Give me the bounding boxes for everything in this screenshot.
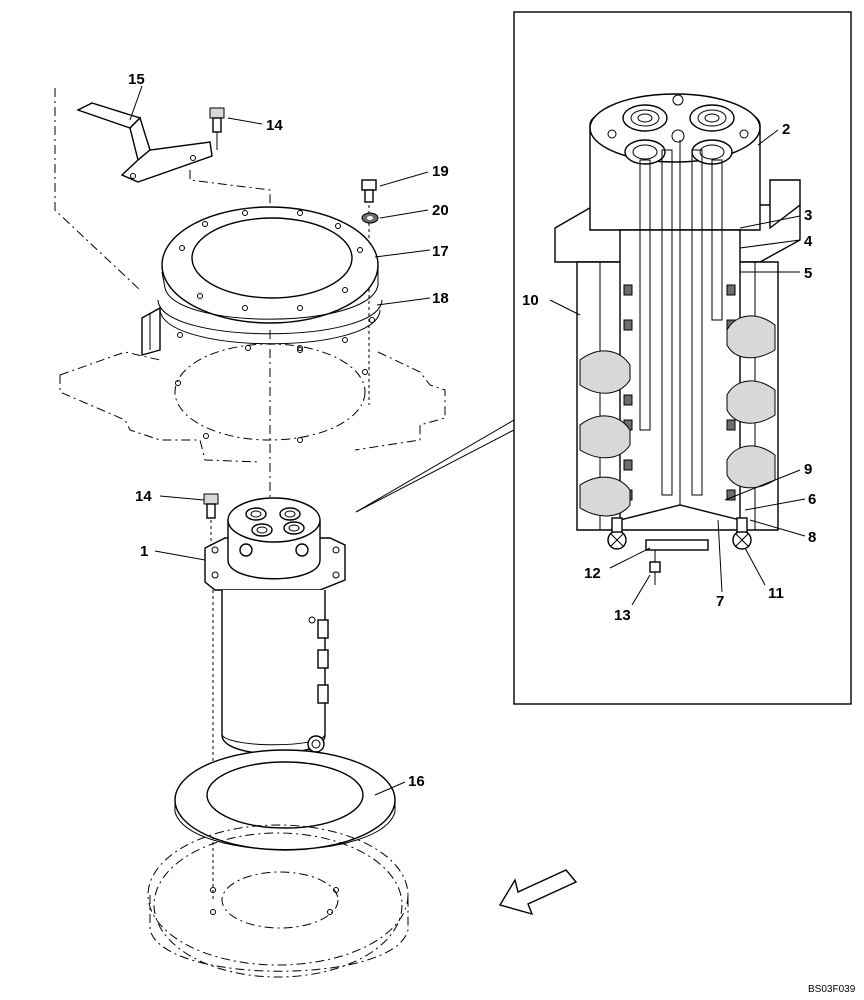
washer-part-20 <box>361 212 379 224</box>
detail-inset-frame <box>513 11 852 705</box>
callout-3: 3 <box>804 207 812 224</box>
callout-7: 7 <box>716 593 724 610</box>
bracket-part-15 <box>54 88 271 320</box>
inset-leader-top <box>355 419 515 513</box>
callout-5: 5 <box>804 265 812 282</box>
mount-ring-part-17 <box>161 206 379 324</box>
callout-15: 15 <box>128 71 145 88</box>
callout-16: 16 <box>408 773 425 790</box>
ring-part-16 <box>174 749 396 851</box>
bolt-part-19 <box>361 179 377 405</box>
callout-8: 8 <box>808 529 816 546</box>
callout-18: 18 <box>432 290 449 307</box>
callout-20: 20 <box>432 202 449 219</box>
swivel-joint-cross-section <box>554 93 801 585</box>
callout-19: 19 <box>432 163 449 180</box>
swivel-joint-part-1 <box>204 497 346 900</box>
bolt-part-14-top <box>209 107 225 150</box>
callout-2: 2 <box>782 121 790 138</box>
callout-9: 9 <box>804 461 812 478</box>
upper-frame-outline <box>59 330 446 500</box>
callout-4: 4 <box>804 233 813 250</box>
callout-leaders <box>129 85 806 796</box>
callout-10: 10 <box>522 292 539 309</box>
callout-11: 11 <box>768 585 784 602</box>
callout-12: 12 <box>584 565 601 582</box>
callout-14-middle: 14 <box>135 488 152 505</box>
callout-14-top: 14 <box>266 117 283 134</box>
callout-1: 1 <box>140 543 148 560</box>
callout-6: 6 <box>808 491 816 508</box>
callout-13: 13 <box>614 607 631 624</box>
bolt-part-14-middle <box>203 493 219 545</box>
inset-leader-bottom <box>355 429 515 513</box>
bracket-tab <box>141 306 161 356</box>
figure-code: BS03F039 <box>808 984 856 995</box>
front-direction-arrow-icon <box>498 869 578 916</box>
callout-17: 17 <box>432 243 449 260</box>
lower-frame-outline <box>147 824 409 978</box>
